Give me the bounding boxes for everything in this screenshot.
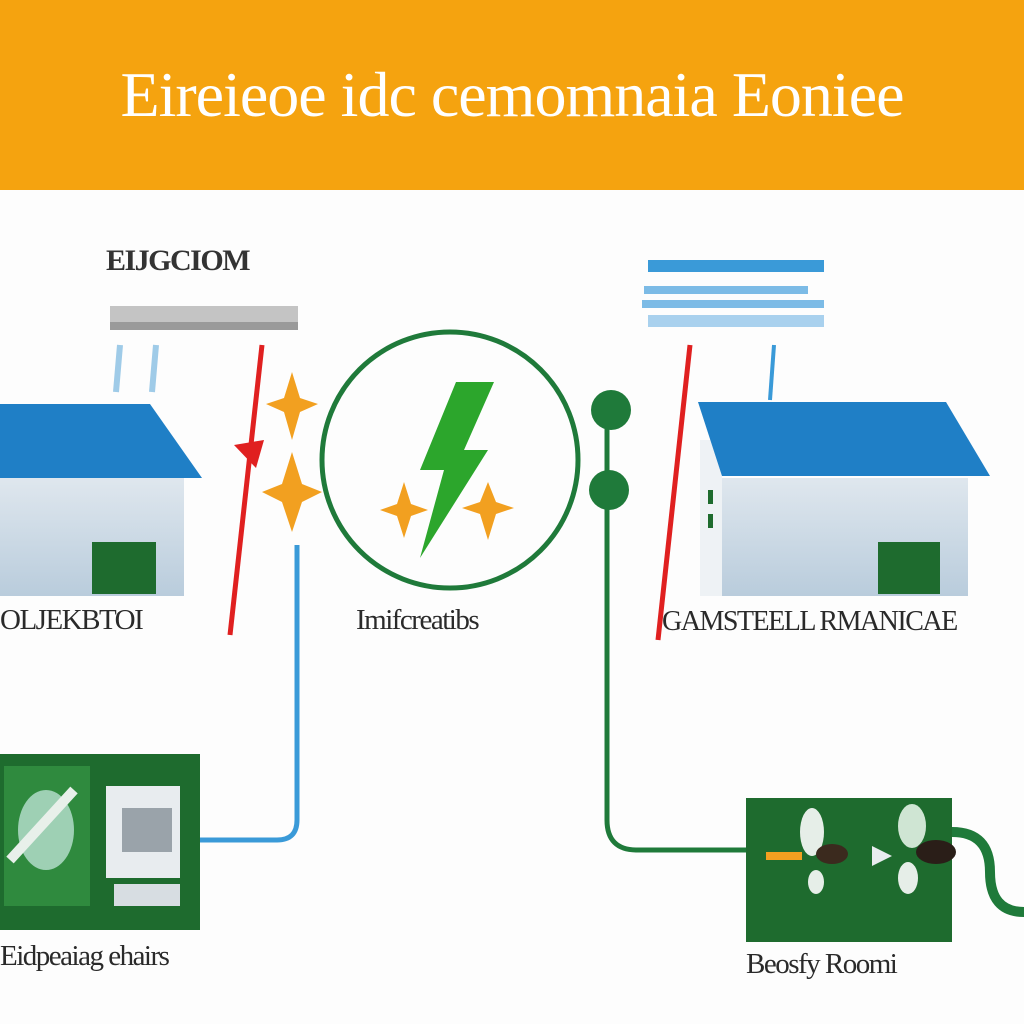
right-tick (768, 344, 776, 401)
left-tick-1 (113, 344, 123, 393)
green-outlet-line (951, 827, 1024, 917)
appliance-panel-icon (746, 798, 956, 942)
blue-flow-line (200, 545, 300, 843)
left-heading-bar-shade (110, 322, 298, 330)
left-house-icon (0, 404, 202, 596)
top-left-heading: EIJGCIOM (106, 244, 251, 277)
left-red-line (227, 344, 265, 636)
right-red-line (655, 344, 693, 641)
right-house-icon (698, 402, 990, 596)
center-hub-label: Imifcreatibs (356, 604, 480, 636)
page-title: Eireieoe idc cemomnaia Eoniee (120, 59, 904, 130)
spark-icon (380, 482, 514, 540)
spark-icon (262, 372, 322, 532)
bottom-left-panel-label: Eidpeaiag ehairs (0, 940, 170, 972)
lightning-icon (420, 382, 494, 558)
left-red-arrow (234, 440, 264, 468)
left-building-label: OLJEKBTOI (0, 604, 144, 636)
generator-panel-icon (0, 754, 200, 930)
right-heading-bars (642, 260, 824, 327)
bottom-right-panel-label: Beosfy Roomi (746, 948, 898, 980)
header-banner: Eireieoe idc cemomnaia Eoniee (0, 0, 1024, 190)
green-flow-line (604, 410, 746, 853)
central-hub-circle (319, 329, 581, 591)
right-building-label: GAMSTEELL RMANICAE (662, 606, 958, 637)
connector-node-icon (591, 390, 631, 430)
left-tick-2 (149, 344, 159, 393)
